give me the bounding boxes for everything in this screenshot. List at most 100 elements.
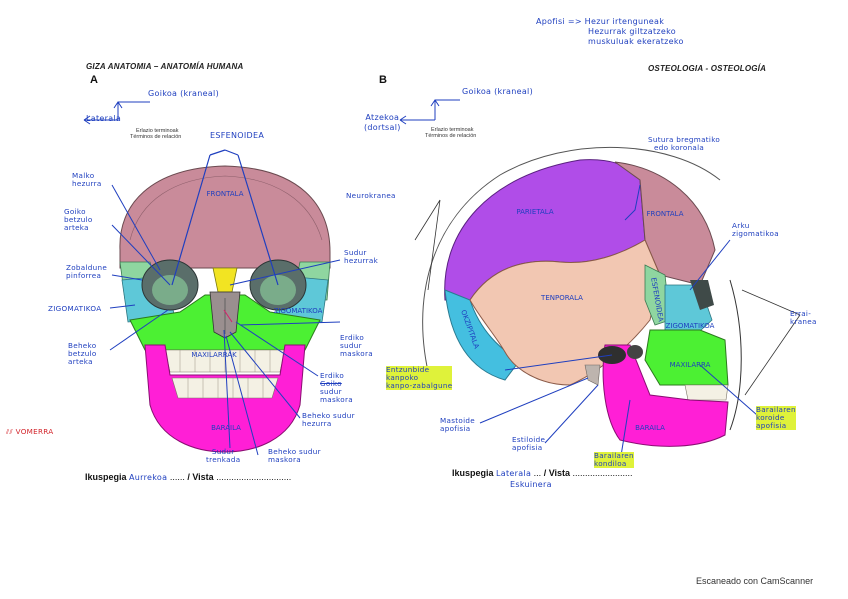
label-sutura-bregmatiko: Sutura bregmatiko edo koronala (648, 136, 720, 152)
zobal-line-2: pinforrea (66, 271, 102, 280)
vista-b-suffix: / Vista (543, 468, 571, 478)
sutura-line-1: Sutura bregmatiko (648, 135, 721, 144)
label-beheko-betzulo: Beheko betzulo arteka (68, 342, 97, 366)
label-vomerra: ⫽⫽ VOMERRA (6, 428, 54, 436)
skull-lateral: PARIETALA FRONTALA TENPORALA OKZIPITALA … (399, 99, 801, 463)
koroide-line-1: Barailaren (756, 405, 796, 414)
label-mastoide-apofisia: Mastoide apofisia (440, 417, 475, 433)
panel-label-b: B (379, 74, 387, 86)
vista-b: Ikuspegia Laterala ... / Vista .........… (452, 468, 633, 478)
bone-label-frontala-b: FRONTALA (646, 210, 683, 218)
b-side-line-1: Atzekoa (365, 113, 400, 122)
b-side-line-2: (dortsal) (364, 123, 401, 132)
label-errai-kranea: Errai- kranea (790, 310, 817, 326)
vista-a: Ikuspegia Aurrekoa ...... / Vista ......… (85, 472, 292, 482)
beheko-maskora-line-1: Beheko sudur (268, 447, 321, 456)
vista-a-suffix: / Vista (187, 472, 214, 482)
malko-line-1: Malko (72, 171, 95, 180)
label-sudur-hezurrak: Sudur hezurrak (344, 249, 378, 265)
bone-label-zigomatikoa-b: ZIGOMATIKOA (666, 322, 715, 330)
note-line-2: Hezurrak giltzatzeko (588, 27, 676, 36)
a-terms-note-line-2: Términos de relación (130, 134, 182, 140)
bone-label-frontala: FRONTALA (206, 190, 243, 198)
label-erdiko-goiko: Erdiko Goiko sudur maskora (320, 372, 353, 404)
arku-line-1: Arku (732, 221, 750, 230)
mastoide-line-1: Mastoide (440, 416, 475, 425)
kondiloa-line-2: kondiloa (594, 459, 627, 468)
bone-label-maxilarra: MAXILARRA (670, 361, 711, 369)
erdiko-line-1: Erdiko (340, 333, 365, 342)
label-beheko-sudur-maskora: Beheko sudur maskora (268, 448, 321, 464)
mastoide-line-2: apofisia (440, 424, 471, 433)
header-right: OSTEOLOGIA - OSTEOLOGÍA (648, 64, 767, 73)
entzunbide-line-2: kanpoko (386, 373, 419, 382)
label-goiko-betzulo: Goiko betzulo arteka (64, 208, 93, 232)
errai-line-1: Errai- (790, 309, 812, 318)
trenkada-line-2: trenkada (206, 455, 241, 464)
kondiloa-line-1: Barailaren (594, 451, 634, 460)
a-terms-note: Erlazio terminoak Términos de relación (130, 128, 181, 140)
note-line-1: Apofisi => Hezur irtenguneak (536, 17, 665, 26)
panel-label-a: A (90, 74, 98, 86)
arku-line-2: zigomatikoa (732, 229, 779, 238)
a-side-label: Laterala (86, 114, 122, 123)
erdiko2-line-3: sudur (320, 387, 342, 396)
vista-a-prefix: Ikuspegia (85, 472, 127, 482)
label-esfenoidea: ESFENOIDEA (210, 131, 265, 140)
vista-a-value: Aurrekoa (129, 473, 168, 482)
label-neurokranea: Neurokranea (346, 191, 396, 200)
goiko-line-1: Goiko (64, 207, 86, 216)
apophysis-note: Apofisi => Hezur irtenguneak Hezurrak gi… (536, 17, 684, 47)
sutura-line-2: edo koronala (654, 143, 705, 152)
bone-label-tenporala: TENPORALA (540, 294, 583, 302)
bone-label-maxilarrak: MAXILARRAK (191, 351, 237, 359)
beheko-maskora-line-2: maskora (268, 455, 301, 464)
bone-label-zigomatikoa: ZIGOMATIKOA (274, 307, 323, 315)
skull-frontal: FRONTALA ZIGOMATIKOA MAXILARRAK BARAILA (83, 101, 341, 456)
erdiko2-line-4: maskora (320, 395, 353, 404)
label-sudur-trenkada: Sudur trenkada (206, 448, 240, 464)
zobal-line-1: Zobaldune (66, 263, 108, 272)
goiko-line-3: arteka (64, 223, 89, 232)
beheko-left-line-3: arteka (68, 357, 93, 366)
label-barailaren-kondiloa: Barailaren kondiloa (594, 452, 634, 468)
label-barailaren-koroide: Barailaren koroide apofisia (756, 406, 796, 430)
entzunbide-line-3: kanpo-zabalgune (386, 381, 453, 390)
scanner-footer: Escaneado con CamScanner (696, 576, 814, 586)
koroide-line-3: apofisia (756, 421, 787, 430)
beheko-sudur-line-2: hezurra (302, 419, 332, 428)
label-beheko-sudur-hezurra: Beheko sudur hezurra (302, 412, 355, 428)
label-arku-zigomatikoa: Arku zigomatikoa (732, 222, 779, 238)
label-zobaldune: Zobaldune pinforrea (66, 264, 107, 280)
entzunbide-line-1: Entzunbide (386, 365, 430, 374)
vomerra-text: VOMERRA (15, 427, 54, 436)
sudur-line-1: Sudur (344, 248, 367, 257)
estiloide-line-1: Estiloide (512, 435, 546, 444)
erdiko-line-2: sudur (340, 341, 362, 350)
goiko-line-2: betzulo (64, 215, 93, 224)
vista-b-sub: Eskuinera (510, 480, 552, 489)
a-top-label: Goikoa (kraneal) (148, 89, 219, 98)
vomerra-marker-icon: ⫽⫽ (6, 427, 16, 436)
erdiko2-line-2: Goiko (320, 379, 342, 388)
b-terms-note-line-1: Erlazio terminoak (431, 127, 474, 133)
beheko-left-line-1: Beheko (68, 341, 97, 350)
b-top-label: Goikoa (kraneal) (462, 87, 533, 96)
sudur-line-2: hezurrak (344, 256, 379, 265)
a-terms-note-line-1: Erlazio terminoak (136, 128, 179, 134)
bone-label-baraila-b: BARAILA (635, 424, 665, 432)
trenkada-line-1: Sudur (211, 447, 235, 456)
bone-label-parietala: PARIETALA (516, 208, 553, 216)
vista-b-prefix: Ikuspegia (452, 468, 494, 478)
erdiko2-line-1: Erdiko (320, 371, 345, 380)
b-side-label: Atzekoa (dortsal) (364, 113, 401, 133)
beheko-left-line-2: betzulo (68, 349, 97, 358)
label-malko-hezurra: Malko hezurra (72, 172, 102, 188)
header-left: GIZA ANATOMIA – ANATOMÍA HUMANA (86, 62, 244, 71)
label-zigomatikoa-left: ZIGOMATIKOA (48, 304, 102, 313)
erdiko-line-3: maskora (340, 349, 373, 358)
beheko-sudur-line-1: Beheko sudur (302, 411, 355, 420)
b-terms-note: Erlazio terminoak Términos de relación (425, 127, 476, 139)
